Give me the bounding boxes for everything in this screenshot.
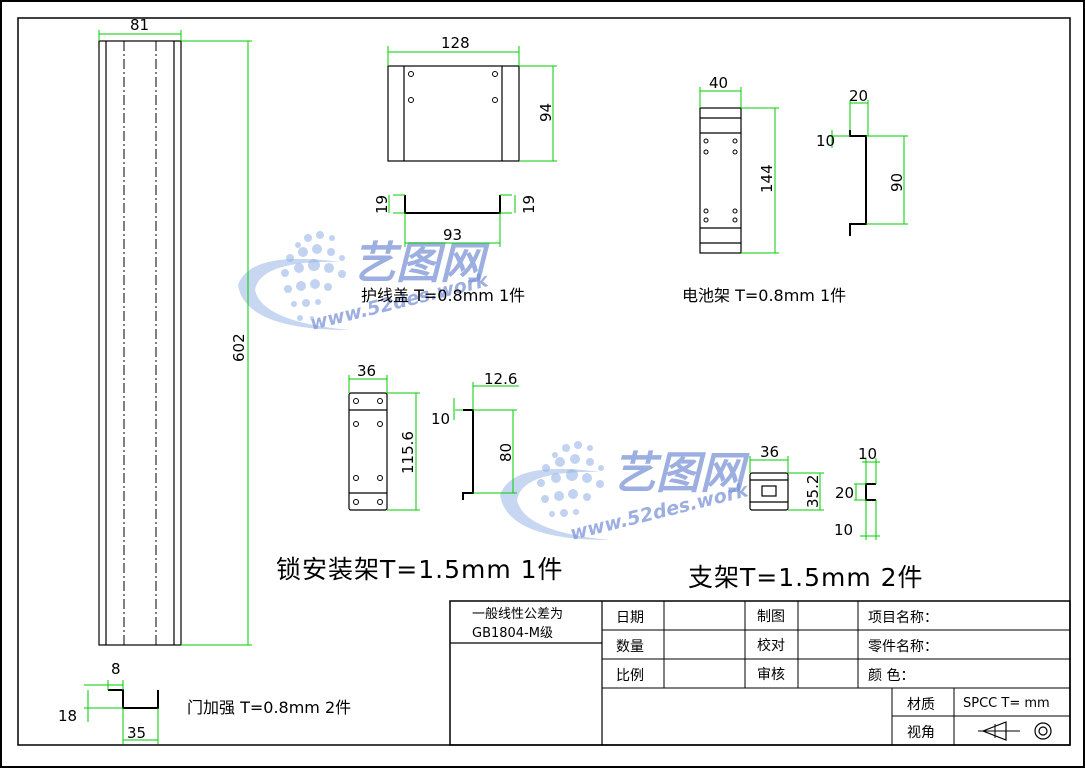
dim-door-base: 35 bbox=[127, 724, 146, 742]
watermark-logo-2: 艺图网 www.52des.work bbox=[500, 441, 752, 545]
door-reinforce-part bbox=[98, 30, 252, 646]
lock-bracket-profile bbox=[453, 382, 519, 500]
dim-support-top: 10 bbox=[858, 445, 877, 463]
dim-door-depth: 18 bbox=[58, 707, 77, 725]
support-part bbox=[749, 456, 824, 511]
dim-rack-depth: 90 bbox=[888, 173, 906, 192]
watermark-logo-1: 艺图网 www.52des.work bbox=[238, 231, 492, 335]
wire-cover-profile bbox=[388, 194, 516, 247]
label-support: 支架T=1.5mm 2件 bbox=[688, 563, 924, 592]
dim-rack-lip: 10 bbox=[816, 132, 835, 150]
dim-support-width: 36 bbox=[760, 443, 779, 461]
tb-material-label: 材质 bbox=[907, 697, 935, 713]
dim-cover-right-flange: 19 bbox=[520, 195, 538, 214]
dim-lock-flange: 12.6 bbox=[484, 370, 517, 388]
dim-lock-width: 36 bbox=[357, 362, 376, 380]
dim-cover-base: 93 bbox=[443, 226, 462, 244]
tb-quantity: 数量 bbox=[616, 639, 644, 655]
dim-rack-width: 40 bbox=[709, 74, 728, 92]
label-door-reinforce: 门加强 T=0.8mm 2件 bbox=[187, 698, 351, 717]
dim-door-height: 602 bbox=[230, 333, 248, 362]
tb-tolerance-line2: GB1804-M级 bbox=[472, 626, 553, 641]
dim-support-height: 35.2 bbox=[804, 475, 822, 508]
tb-tolerance-line1: 一般线性公差为 bbox=[472, 606, 563, 622]
tb-checked: 校对 bbox=[757, 637, 785, 654]
tb-material-value: SPCC T= mm bbox=[963, 696, 1050, 711]
battery-rack-part bbox=[699, 87, 779, 254]
dim-lock-lip: 10 bbox=[431, 410, 450, 428]
dim-lock-depth: 80 bbox=[497, 443, 515, 462]
dim-rack-height: 144 bbox=[758, 164, 776, 193]
dim-cover-width: 128 bbox=[441, 34, 470, 52]
door-reinforce-profile bbox=[84, 680, 159, 744]
watermark-brand-1: 艺图网 bbox=[352, 238, 490, 289]
tb-part-name: 零件名称： bbox=[868, 639, 938, 655]
dim-lock-height: 115.6 bbox=[399, 431, 417, 474]
tb-drawn: 制图 bbox=[757, 609, 785, 625]
watermark-brand-2: 艺图网 bbox=[612, 448, 750, 499]
tb-color: 颜 色： bbox=[868, 667, 914, 684]
tb-project-name: 项目名称： bbox=[868, 610, 938, 626]
dim-cover-left-flange: 19 bbox=[373, 195, 391, 214]
tb-date: 日期 bbox=[616, 610, 644, 626]
dim-support-mid: 20 bbox=[835, 484, 854, 502]
tb-scale: 比例 bbox=[616, 668, 644, 684]
tb-view-label: 视角 bbox=[907, 725, 935, 741]
dim-door-flange: 8 bbox=[111, 660, 121, 678]
lock-bracket-part bbox=[348, 375, 420, 511]
dim-rack-flange-top: 20 bbox=[849, 87, 868, 105]
title-block bbox=[449, 600, 1071, 746]
battery-rack-profile bbox=[828, 100, 908, 236]
label-lock-bracket: 锁安装架T=1.5mm 1件 bbox=[276, 555, 564, 584]
dim-cover-height: 94 bbox=[537, 103, 555, 122]
dim-door-width: 81 bbox=[130, 16, 149, 34]
label-battery-rack: 电池架 T=0.8mm 1件 bbox=[682, 286, 846, 305]
label-wire-cover: 护线盖 T=0.8mm 1件 bbox=[361, 286, 525, 305]
support-profile bbox=[854, 458, 880, 540]
dim-support-bottom: 10 bbox=[834, 521, 853, 539]
tb-reviewed: 审核 bbox=[757, 667, 785, 683]
wire-cover-part bbox=[387, 46, 557, 162]
